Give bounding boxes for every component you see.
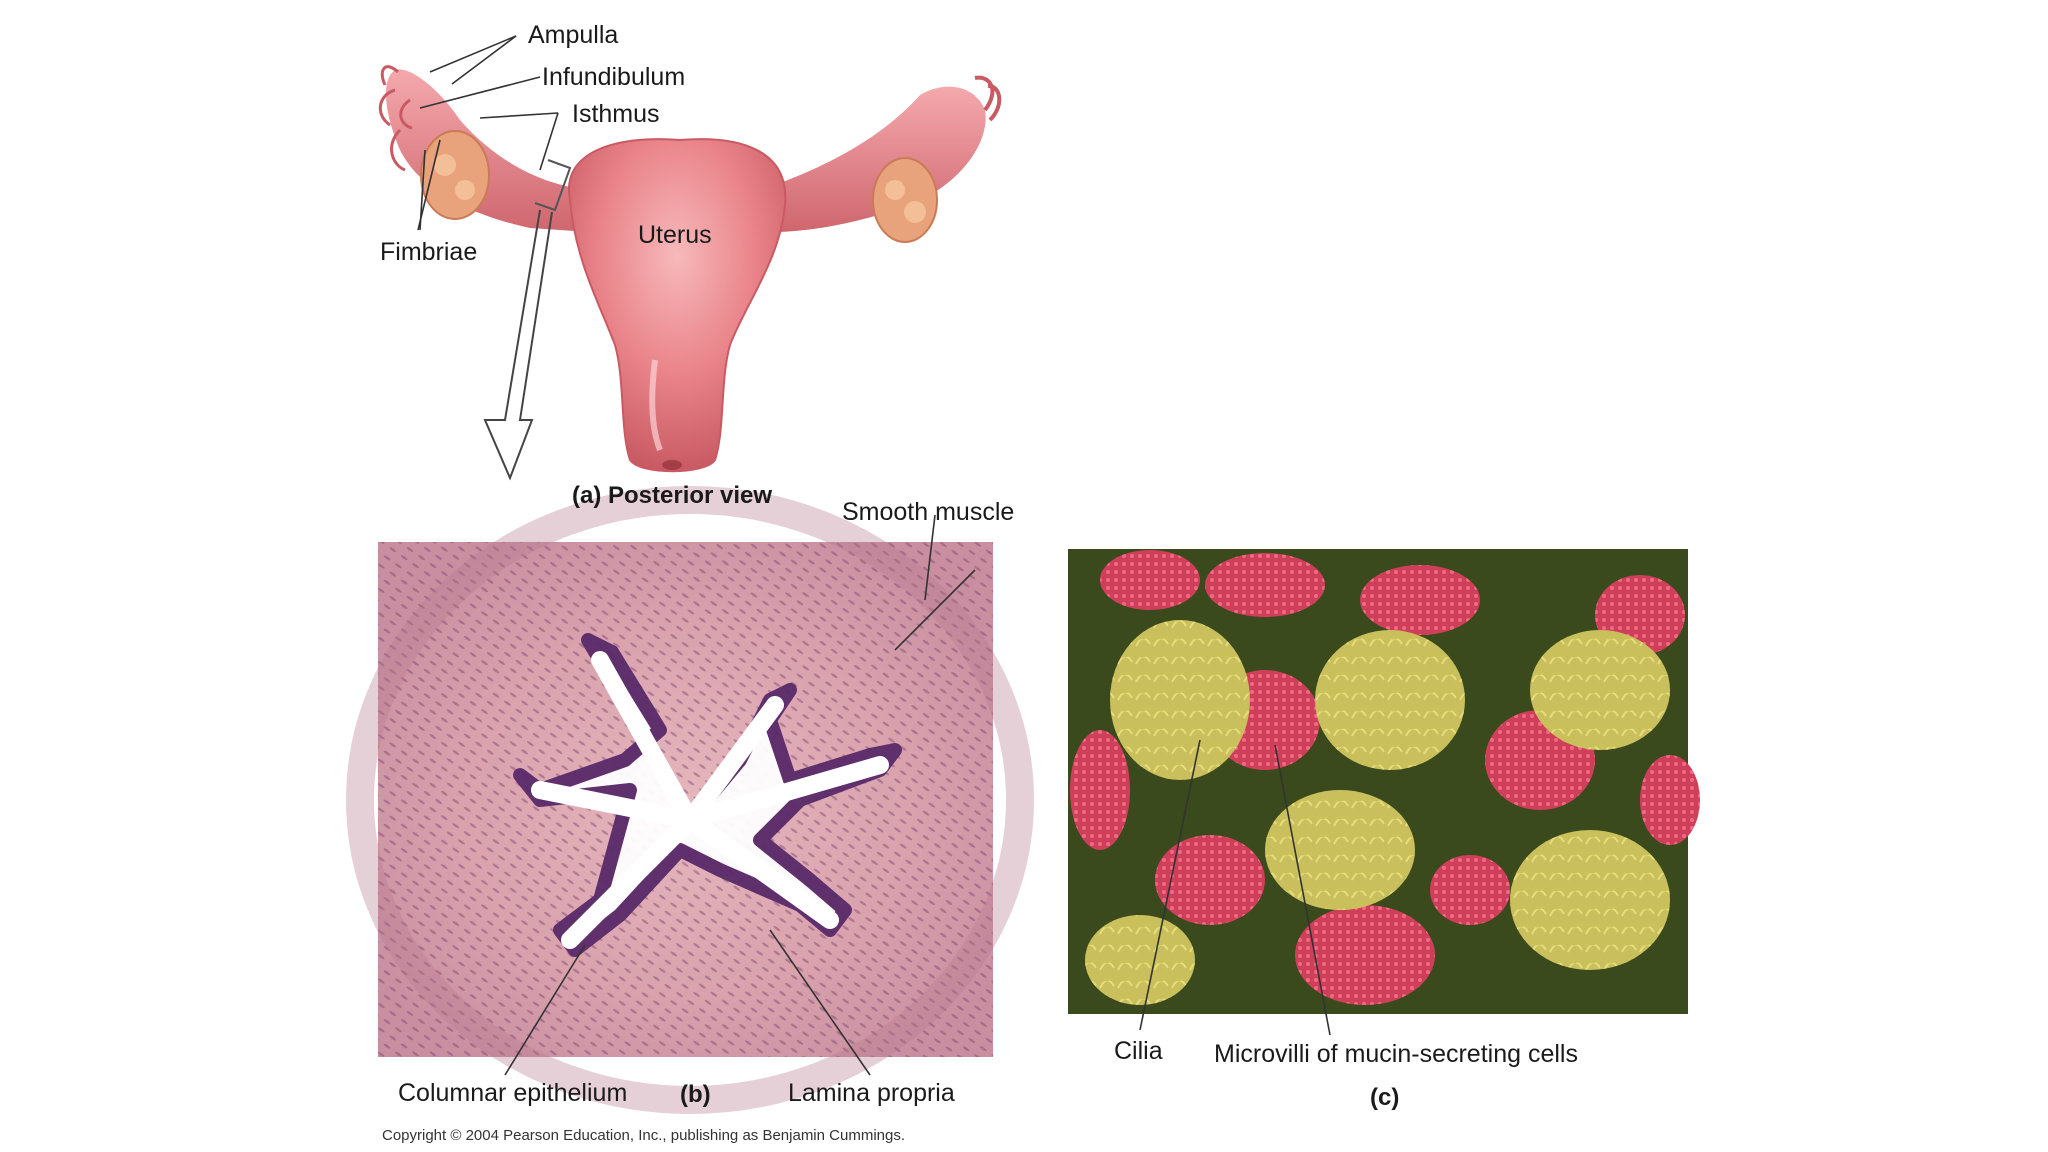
label-cilia: Cilia: [1114, 1037, 1163, 1065]
uterus-illustration: [379, 35, 1002, 481]
leader-lines-a: [417, 35, 559, 231]
leader-lines-b: [504, 514, 976, 1076]
label-uterus: Uterus: [638, 221, 712, 249]
right-fimbriae: [974, 75, 1002, 122]
pointer-arrow: [483, 209, 553, 481]
sem-micrograph: [1068, 549, 1700, 1036]
label-fimbriae: Fimbriae: [380, 238, 478, 266]
label-columnar-epithelium: Columnar epithelium: [398, 1079, 628, 1107]
uterus-body: [567, 138, 787, 473]
label-microvilli: Microvilli of mucin-secreting cells: [1214, 1040, 1578, 1068]
histology-micrograph: [346, 486, 1034, 1114]
right-ovary: [872, 157, 938, 243]
label-infundibulum: Infundibulum: [542, 63, 686, 91]
label-isthmus: Isthmus: [572, 100, 660, 128]
leader-lines-c: [1139, 739, 1331, 1036]
caption-a: (a) Posterior view: [572, 482, 773, 509]
cilia-tufts: [1085, 620, 1670, 1005]
caption-b: (b): [680, 1081, 711, 1108]
copyright-notice: Copyright © 2004 Pearson Education, Inc.…: [382, 1127, 906, 1144]
label-smooth-muscle: Smooth muscle: [842, 498, 1015, 526]
tube-lumen: [513, 633, 902, 957]
caption-c: (c): [1370, 1084, 1400, 1111]
label-ampulla: Ampulla: [528, 21, 619, 49]
left-fimbriae: [379, 65, 413, 172]
left-uterine-tube: [385, 69, 590, 232]
right-uterine-tube: [760, 86, 986, 232]
label-lamina-propria: Lamina propria: [788, 1079, 955, 1107]
